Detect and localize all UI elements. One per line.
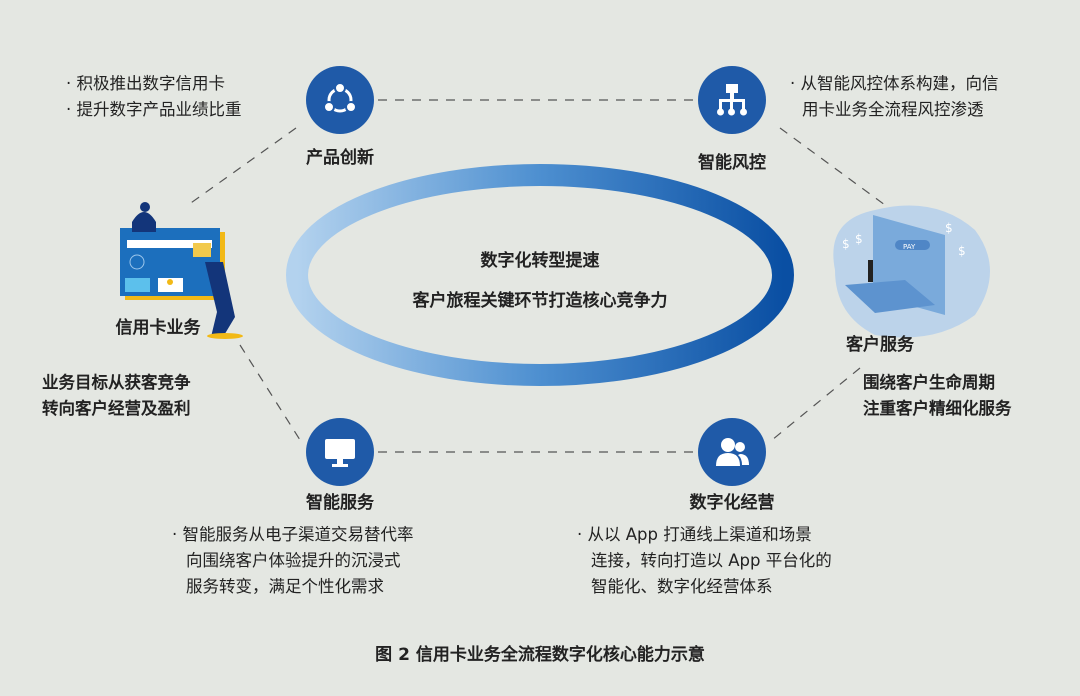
credit-card-illustration bbox=[120, 202, 243, 339]
digital-ops-node bbox=[698, 418, 766, 486]
dash-line bbox=[187, 127, 297, 206]
share-nodes-icon bbox=[323, 82, 357, 113]
ops-label: 数字化经营 bbox=[689, 493, 775, 513]
users-icon bbox=[716, 438, 749, 466]
card-desc: 业务目标从获客竞争转向客户经营及盈利 bbox=[42, 373, 191, 418]
risk-desc: · 从智能风控体系构建，向信用卡业务全流程风控渗透 bbox=[790, 74, 999, 119]
dash-line bbox=[239, 344, 301, 441]
svg-text:$: $ bbox=[958, 244, 966, 258]
dash-line bbox=[771, 367, 861, 441]
svg-text:$: $ bbox=[842, 237, 850, 251]
monitor-icon bbox=[325, 439, 355, 467]
hierarchy-icon bbox=[717, 84, 747, 116]
service-desc: · 智能服务从电子渠道交易替代率向围绕客户体验提升的沉浸式服务转变，满足个性化需… bbox=[172, 525, 414, 596]
smart-risk-node bbox=[698, 66, 766, 134]
center-title: 数字化转型提速 bbox=[480, 251, 600, 271]
svg-text:$: $ bbox=[945, 221, 953, 235]
figure-caption: 图 2 信用卡业务全流程数字化核心能力示意 bbox=[375, 645, 705, 665]
service-label: 智能服务 bbox=[306, 493, 374, 513]
dash-line bbox=[779, 127, 886, 206]
customer-label: 客户服务 bbox=[846, 335, 914, 355]
risk-label: 智能风控 bbox=[698, 153, 766, 173]
svg-text:PAY: PAY bbox=[903, 243, 916, 251]
center-subtitle: 客户旅程关键环节打造核心竞争力 bbox=[412, 291, 668, 311]
center-ring bbox=[286, 164, 794, 386]
product-label: 产品创新 bbox=[306, 148, 374, 168]
card-label: 信用卡业务 bbox=[115, 318, 201, 338]
product-desc: · 积极推出数字信用卡· 提升数字产品业绩比重 bbox=[66, 74, 242, 119]
ops-desc: · 从以 App 打通线上渠道和场景连接，转向打造以 App 平台化的智能化、数… bbox=[577, 525, 832, 596]
pay-illustration: PAY $ $ $ $ bbox=[833, 205, 990, 338]
product-innovation-node bbox=[306, 66, 374, 134]
smart-service-node bbox=[306, 418, 374, 486]
svg-text:$: $ bbox=[855, 232, 863, 246]
customer-desc: 围绕客户生命周期注重客户精细化服务 bbox=[863, 373, 1012, 418]
